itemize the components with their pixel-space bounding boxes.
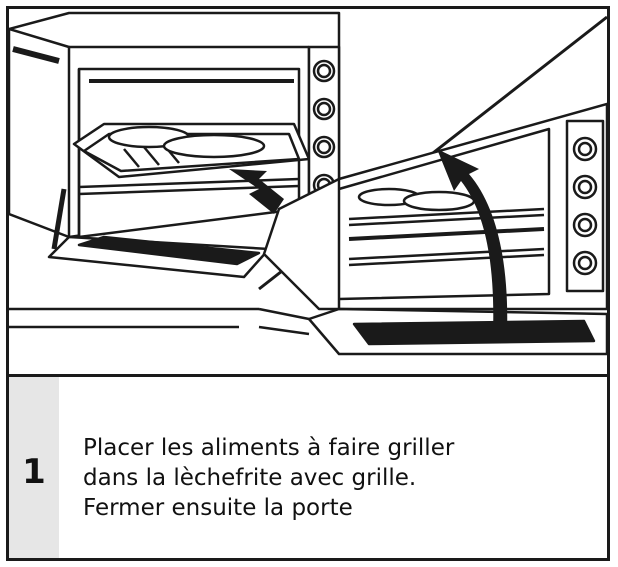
arrow-close-door-icon	[437, 149, 508, 334]
step-number: 1	[22, 452, 46, 492]
instruction-card: 1 Placer les aliments à faire griller da…	[6, 6, 610, 561]
step-caption: 1 Placer les aliments à faire griller da…	[9, 377, 607, 558]
step-line-3: Fermer ensuite la porte	[83, 495, 353, 521]
left-oven-panel	[9, 11, 341, 329]
oven-illustration	[9, 9, 607, 377]
step-line-2: dans la lèchefrite avec grille.	[83, 465, 417, 491]
step-line-1: Placer les aliments à faire griller	[83, 435, 455, 461]
step-number-box: 1	[9, 377, 59, 558]
right-oven-panel	[258, 102, 607, 356]
arrow-push-icon	[229, 169, 284, 214]
step-instruction-text: Placer les aliments à faire griller dans…	[83, 433, 583, 523]
